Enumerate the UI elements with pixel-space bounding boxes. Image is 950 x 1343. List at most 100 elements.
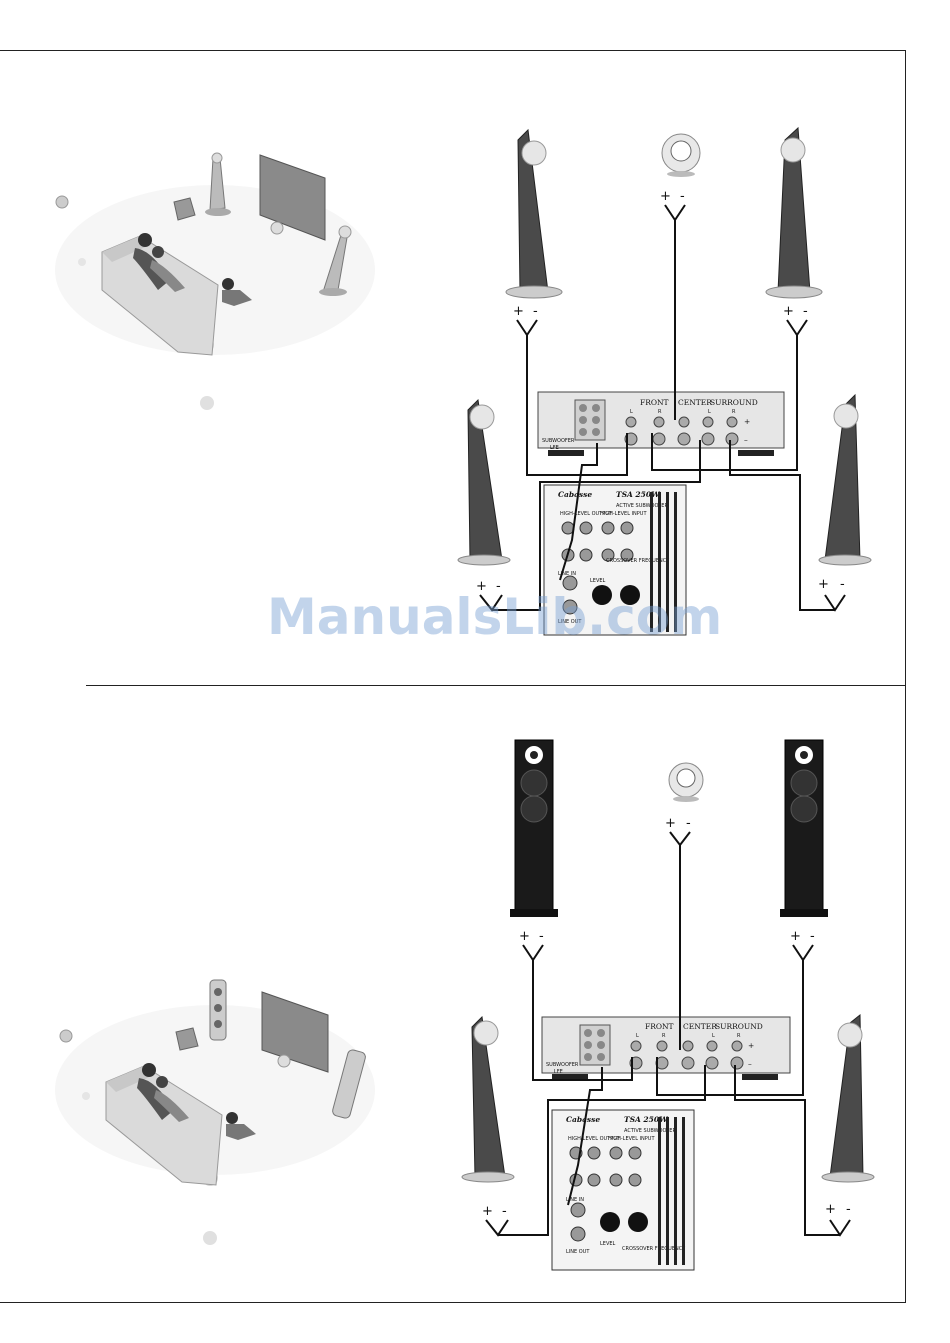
av-amplifier: FRONT CENTER SURROUND L R L R + – SUBWOO…	[541, 1016, 791, 1080]
svg-text:HIGH-LEVEL INPUT: HIGH-LEVEL INPUT	[600, 511, 647, 517]
svg-text:-: -	[846, 1202, 851, 1217]
rear-speaker-bottom	[203, 1231, 217, 1245]
svg-text:LINE OUT: LINE OUT	[558, 619, 582, 625]
svg-text:L: L	[712, 1033, 715, 1039]
svg-text:+: +	[790, 929, 801, 944]
svg-text:HIGH-LEVEL INPUT: HIGH-LEVEL INPUT	[608, 1136, 655, 1142]
svg-text:SUBWOOFER: SUBWOOFER	[546, 1062, 579, 1068]
front-left-tower	[209, 157, 226, 211]
svg-text:ACTIVE SUBWOOFER: ACTIVE SUBWOOFER	[616, 503, 668, 509]
svg-text:+: +	[744, 417, 750, 426]
amp-center-label: CENTER	[678, 398, 712, 407]
amp-front-label: FRONT	[640, 398, 669, 407]
person-2	[152, 246, 164, 258]
svg-text:Cabasse: Cabasse	[566, 1115, 600, 1124]
surround-left-speaker	[457, 398, 511, 566]
svg-text:R: R	[658, 409, 662, 415]
fl-minus: -	[533, 304, 538, 319]
center-speaker-small	[277, 1054, 291, 1068]
subwoofer-box	[175, 1027, 199, 1051]
svg-text:L: L	[630, 409, 633, 415]
room-illustration-top	[55, 152, 375, 410]
front-left-speaker	[505, 128, 563, 299]
surround-right-speaker	[818, 393, 872, 566]
cable-front-left	[526, 335, 628, 476]
wiring-diagram-bottom: + - + - + - + - + - FRONT CENTER SURROUN…	[461, 739, 875, 1271]
fr-plus: +	[783, 304, 794, 319]
cable-lfe	[559, 443, 598, 581]
middle-rule	[86, 685, 906, 686]
cable-front-right	[651, 335, 798, 471]
cable-front-right	[656, 960, 804, 1096]
bottom-rule	[0, 1302, 906, 1303]
person-child	[226, 1112, 238, 1124]
svg-text:+: +	[825, 1202, 836, 1217]
surround-left-speaker	[55, 195, 69, 209]
surround-left-speaker	[461, 1015, 515, 1183]
cable-surround-left	[498, 1065, 706, 1236]
subwoofer-panel: Cabasse TSA 250W ACTIVE SUBWOOFER HIGH-L…	[543, 484, 687, 636]
svg-text:L: L	[636, 1033, 639, 1039]
svg-text:CENTER: CENTER	[683, 1022, 717, 1031]
svg-text:TSA 250W: TSA 250W	[624, 1115, 669, 1124]
svg-text:LFE: LFE	[550, 445, 559, 451]
top-rule	[0, 50, 906, 51]
person-1	[142, 1063, 156, 1077]
sub-brand: Cabasse	[558, 490, 592, 499]
svg-text:CROSSOVER FREQUENCY: CROSSOVER FREQUENCY	[622, 1246, 686, 1252]
svg-text:ACTIVE SUBWOOFER: ACTIVE SUBWOOFER	[624, 1128, 676, 1134]
svg-text:LINE OUT: LINE OUT	[566, 1249, 590, 1255]
subwoofer-panel: Cabasse TSA 250W ACTIVE SUBWOOFER HIGH-L…	[551, 1109, 695, 1271]
front-right-box-speaker	[780, 739, 828, 917]
av-amplifier: FRONT CENTER SURROUND L R L R + – SUBWOO…	[537, 391, 785, 456]
front-right-column	[332, 1049, 366, 1119]
svg-text:R: R	[662, 1033, 666, 1039]
center-minus: -	[680, 189, 685, 204]
svg-text:+: +	[482, 1204, 493, 1219]
svg-text:LINE IN: LINE IN	[558, 571, 576, 577]
svg-text:-: -	[502, 1204, 507, 1219]
fr-minus: -	[803, 304, 808, 319]
svg-text:–: –	[744, 435, 748, 444]
right-rule	[905, 50, 906, 1303]
svg-text:SUBWOOFER: SUBWOOFER	[542, 438, 575, 444]
cable-surround-left	[492, 440, 701, 611]
front-left-box-speaker	[510, 739, 558, 917]
svg-text:FRONT: FRONT	[645, 1022, 674, 1031]
svg-text:R: R	[737, 1033, 741, 1039]
cable-surround-right	[729, 440, 835, 611]
tv-screen	[261, 991, 329, 1073]
svg-text:CROSSOVER FREQUENCY: CROSSOVER FREQUENCY	[606, 558, 670, 564]
wiring-diagram-top: + - + - + - + - + - FRONT CENTER SURROUN…	[457, 126, 872, 636]
svg-text:SURROUND: SURROUND	[715, 1022, 763, 1031]
sl-minus: -	[496, 579, 501, 594]
svg-text:-: -	[539, 929, 544, 944]
tv-screen	[259, 154, 326, 241]
center-speaker	[668, 762, 704, 802]
svg-text:LEVEL: LEVEL	[600, 1241, 616, 1247]
subwoofer-box	[173, 197, 196, 221]
center-speaker-small	[270, 221, 284, 235]
surround-left-speaker	[59, 1029, 73, 1043]
sub-model: TSA 250W	[616, 490, 661, 499]
person-1	[138, 233, 152, 247]
sr-plus: +	[818, 577, 829, 592]
cable-surround-right	[734, 1065, 840, 1236]
svg-text:HIGH-LEVEL OUTPUT: HIGH-LEVEL OUTPUT	[560, 511, 613, 517]
svg-text:-: -	[810, 929, 815, 944]
svg-text:LFE: LFE	[554, 1069, 563, 1075]
amp-surround-label: SURROUND	[710, 398, 758, 407]
person-child	[222, 278, 234, 290]
svg-text:+: +	[748, 1041, 754, 1050]
watermark: ManualsLib.com	[267, 588, 723, 646]
svg-text:L: L	[708, 409, 711, 415]
center-speaker	[661, 133, 701, 177]
svg-text:+: +	[665, 816, 676, 831]
svg-text:HIGH-LEVEL OUTPUT: HIGH-LEVEL OUTPUT	[568, 1136, 621, 1142]
svg-text:–: –	[748, 1059, 752, 1068]
fl-plus: +	[513, 304, 524, 319]
person-2	[156, 1076, 168, 1088]
sr-minus: -	[840, 577, 845, 592]
center-plus: +	[660, 189, 671, 204]
